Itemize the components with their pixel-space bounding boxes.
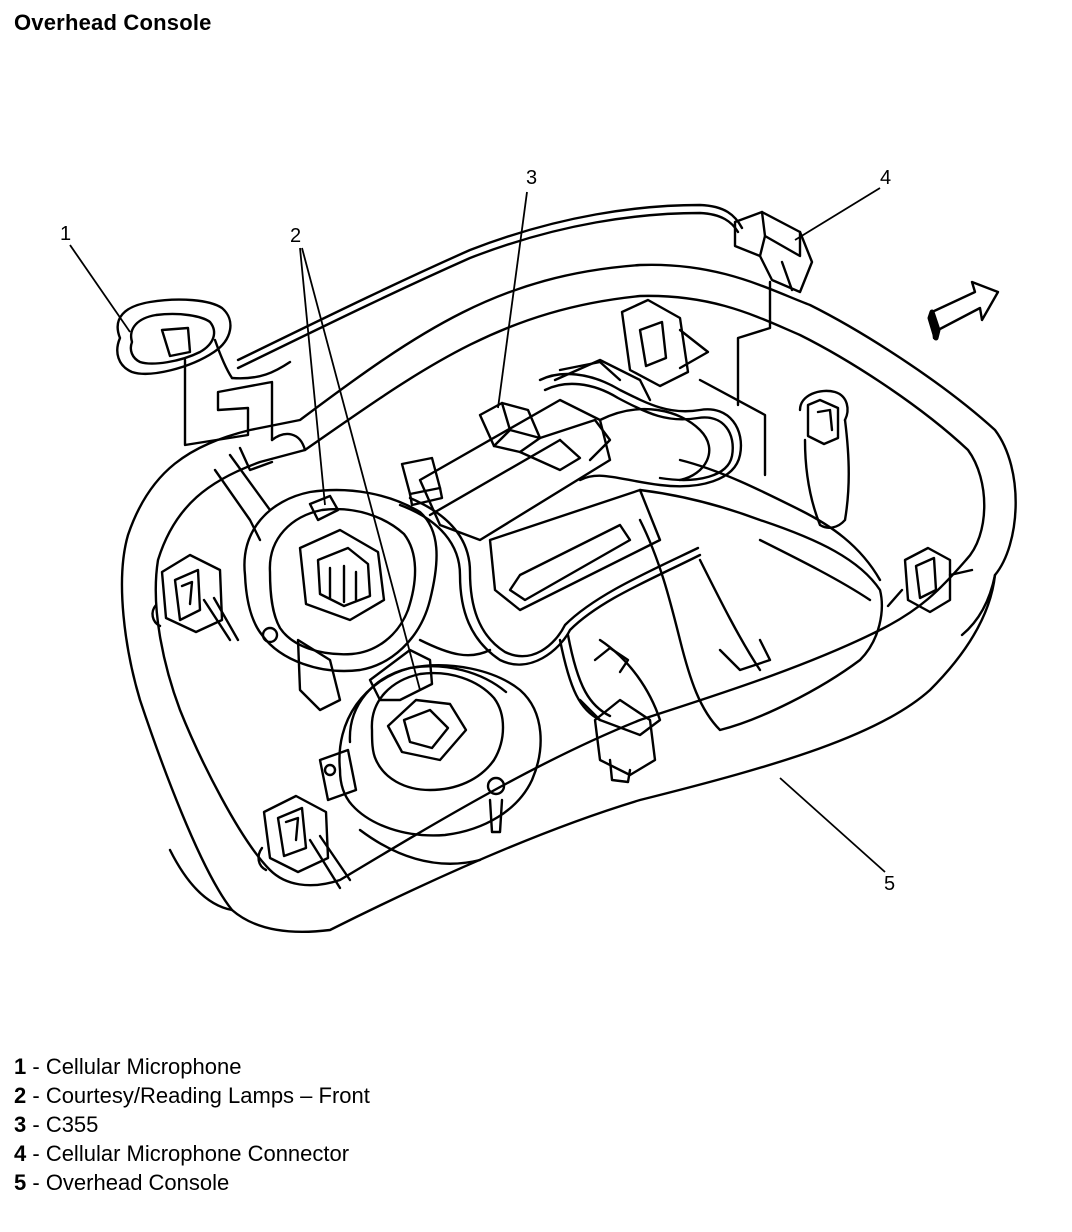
legend-label: Cellular Microphone Connector (45, 1141, 350, 1166)
console-housing (120, 263, 1017, 933)
callout-4: 4 (880, 167, 891, 189)
leader-lines (69, 187, 886, 873)
legend-label: Overhead Console (45, 1170, 230, 1195)
leader-line-1 (69, 244, 131, 333)
legend-item: 4 - Cellular Microphone Connector (14, 1139, 370, 1168)
leader-line-4 (794, 187, 881, 241)
legend-number: 4 (14, 1141, 27, 1166)
mounting-post (798, 389, 850, 529)
callout-2: 2 (290, 225, 301, 247)
callout-1: 1 (60, 223, 71, 245)
page-title: Overhead Console (14, 10, 212, 35)
legend-separator: - (26, 1141, 46, 1166)
legend-item: 2 - Courtesy/Reading Lamps – Front (14, 1081, 370, 1110)
hidden-wire-microphone (183, 358, 274, 447)
legend-item: 5 - Overhead Console (14, 1168, 370, 1197)
cellular-microphone (116, 298, 232, 375)
cellular-microphone-connector (733, 210, 814, 294)
component-legend: 1 - Cellular Microphone 2 - Courtesy/Rea… (14, 1052, 370, 1197)
c355-connector (478, 401, 612, 472)
leader-line-3 (497, 191, 528, 409)
callout-3: 3 (526, 167, 537, 189)
overhead-console-diagram: 1 2 3 4 5 (60, 167, 1017, 933)
leader-line-2a (299, 247, 326, 506)
legend-number: 3 (14, 1112, 27, 1137)
leader-line-2b (301, 247, 421, 691)
callout-5: 5 (884, 873, 895, 895)
legend-item: 3 - C355 (14, 1110, 370, 1139)
legend-separator: - (26, 1170, 46, 1195)
legend-number: 2 (14, 1083, 27, 1108)
legend-label: Cellular Microphone (45, 1054, 242, 1079)
front-direction-arrow-icon (927, 280, 1000, 341)
retaining-clip-right (886, 546, 974, 614)
side-rib-left (213, 432, 307, 542)
retaining-clip-left-lower (257, 794, 352, 890)
legend-separator: - (26, 1112, 46, 1137)
legend-number: 1 (14, 1054, 27, 1079)
retaining-clip-rear (620, 298, 767, 477)
legend-label: Courtesy/Reading Lamps – Front (45, 1083, 370, 1108)
legend-separator: - (26, 1054, 46, 1079)
leader-line-5 (779, 777, 886, 873)
retaining-clip-left-upper (151, 553, 240, 642)
legend-label: C355 (45, 1112, 99, 1137)
courtesy-lamp-front-upper (243, 488, 438, 712)
lamp-harness (398, 496, 702, 722)
courtesy-lamp-front-lower (318, 648, 542, 865)
center-module (418, 358, 662, 612)
hidden-wire-connector (736, 280, 772, 407)
legend-number: 5 (14, 1170, 27, 1195)
legend-item: 1 - Cellular Microphone (14, 1052, 370, 1081)
storage-compartment (578, 458, 883, 784)
small-clip-center (400, 456, 444, 507)
legend-separator: - (26, 1083, 46, 1108)
